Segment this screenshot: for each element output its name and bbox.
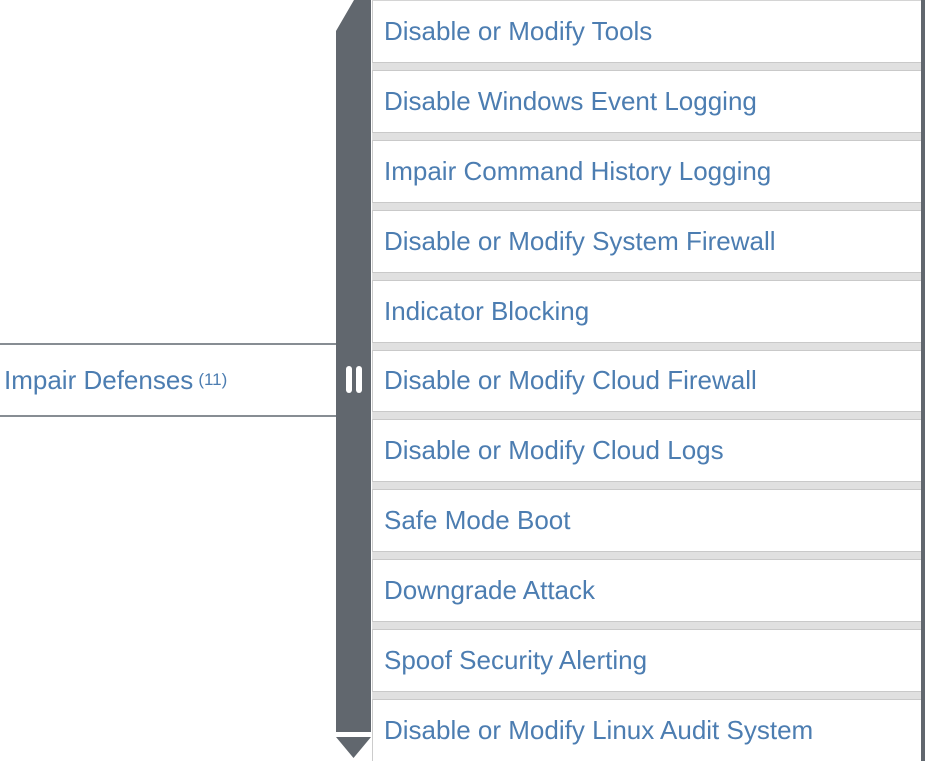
connector-arrow-down	[336, 737, 371, 758]
subtechnique-cell[interactable]: Safe Mode Boot	[372, 489, 921, 553]
subtechnique-link[interactable]: Disable or Modify Linux Audit System	[384, 715, 814, 746]
subtechnique-link[interactable]: Impair Command History Logging	[384, 155, 772, 186]
subtechnique-cell[interactable]: Impair Command History Logging	[372, 139, 921, 203]
subtechniques-connector-bar	[336, 0, 371, 732]
pause-bar-right	[355, 365, 362, 393]
subtechnique-cell[interactable]: Disable or Modify Cloud Firewall	[372, 349, 921, 413]
subtechnique-link[interactable]: Disable or Modify Tools	[384, 15, 653, 46]
subtechnique-cell[interactable]: Disable or Modify Cloud Logs	[372, 419, 921, 483]
subtechnique-link[interactable]: Disable or Modify System Firewall	[384, 225, 776, 256]
subtechnique-count-badge: (11)	[198, 370, 228, 389]
subtechnique-link[interactable]: Indicator Blocking	[384, 295, 590, 326]
subtechnique-link[interactable]: Disable or Modify Cloud Logs	[384, 435, 724, 466]
subtechnique-cell[interactable]: Disable or Modify Linux Audit System	[372, 699, 921, 761]
pause-bar-left	[345, 365, 352, 393]
subtechnique-link[interactable]: Disable or Modify Cloud Firewall	[384, 365, 757, 396]
adjacent-column-border	[921, 0, 925, 761]
subtechnique-cell[interactable]: Disable or Modify System Firewall	[372, 209, 921, 273]
subtechnique-cell[interactable]: Indicator Blocking	[372, 279, 921, 343]
subtechniques-expander-icon[interactable]	[336, 365, 371, 393]
subtechnique-cell[interactable]: Downgrade Attack	[372, 559, 921, 623]
technique-link[interactable]: Impair Defenses	[4, 364, 194, 395]
subtechnique-link[interactable]: Downgrade Attack	[384, 575, 596, 606]
subtechnique-cell[interactable]: Disable or Modify Tools	[372, 0, 921, 63]
subtechniques-column: Disable or Modify Tools Disable Windows …	[372, 0, 921, 761]
subtechnique-link[interactable]: Disable Windows Event Logging	[384, 85, 757, 116]
subtechnique-cell[interactable]: Disable Windows Event Logging	[372, 69, 921, 133]
subtechnique-link[interactable]: Spoof Security Alerting	[384, 645, 648, 676]
subtechnique-cell[interactable]: Spoof Security Alerting	[372, 629, 921, 693]
technique-cell-impair-defenses[interactable]: Impair Defenses (11)	[0, 343, 337, 417]
subtechnique-link[interactable]: Safe Mode Boot	[384, 505, 571, 536]
